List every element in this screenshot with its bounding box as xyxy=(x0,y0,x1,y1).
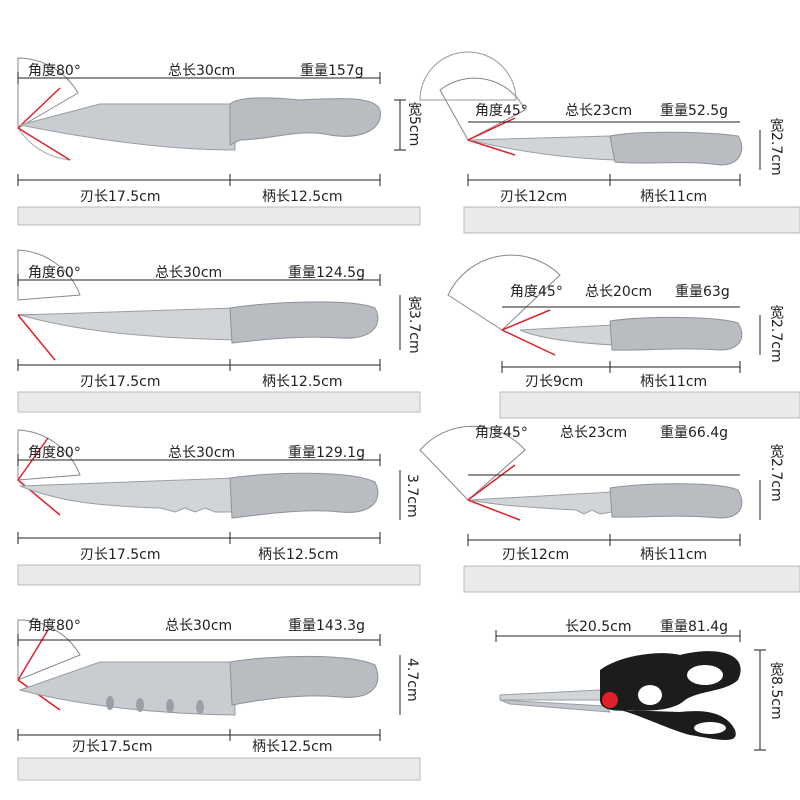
handle-length-label: 柄长12.5cm xyxy=(258,547,339,563)
weight-label: 重量52.5g xyxy=(660,103,729,119)
blade-length-label: 刃长9cm xyxy=(525,374,584,390)
blade-length-label: 刃长12cm xyxy=(502,547,570,563)
handle-length-label: 柄长11cm xyxy=(640,374,708,390)
knife-drawing-7 xyxy=(17,619,421,781)
scissors-width-label: 宽8.5cm xyxy=(768,662,784,720)
weight-label: 重量129.1g xyxy=(288,445,365,461)
width-label: 宽2.7cm xyxy=(768,118,784,176)
blade-length-label: 刃长17.5cm xyxy=(80,189,161,205)
knife-panel-4: 角度45° 总长20cm 重量63g 宽2.7cm 刃长9cm 柄长11cm xyxy=(420,254,800,420)
scissors-length-label: 长20.5cm xyxy=(565,619,632,635)
angle-label: 角度45° xyxy=(475,103,528,119)
scissors-red-button xyxy=(602,692,618,708)
knife-panel-6: 角度45° 总长23cm 重量66.4g 宽2.7cm 刃长12cm 柄长11c… xyxy=(419,420,800,595)
knife-panel-1: 角度80° 总长30cm 重量157g 宽5cm 刃长17.5cm 柄长12.5… xyxy=(0,0,422,230)
blade-length-label: 刃长17.5cm xyxy=(72,739,153,755)
knife-drawing-1 xyxy=(17,57,421,226)
weight-label: 重量66.4g xyxy=(660,425,729,441)
angle-label: 角度80° xyxy=(28,63,81,79)
weight-label: 重量157g xyxy=(300,63,364,79)
angle-label: 角度45° xyxy=(475,425,528,441)
blade-length-label: 刃长12cm xyxy=(500,189,568,205)
total-length-label: 总长30cm xyxy=(155,265,223,281)
blade-length-label: 刃长17.5cm xyxy=(80,374,161,390)
knife-panel-3: 角度60° 总长30cm 重量124.5g 宽3.7cm 刃长17.5cm 柄长… xyxy=(0,240,422,420)
knife-panel-7: 角度80° 总长30cm 重量143.3g 4.7cm 刃长17.5cm 柄长1… xyxy=(0,600,421,800)
angle-label: 角度45° xyxy=(510,284,563,300)
blade-length-label: 刃长17.5cm xyxy=(80,547,161,563)
handle-length-label: 柄长12.5cm xyxy=(262,374,343,390)
protractor xyxy=(17,57,79,161)
total-length-label: 总长30cm xyxy=(165,618,233,634)
handle-length-label: 柄长12.5cm xyxy=(252,739,333,755)
knife-panel-2: 角度45° 总长23cm 重量52.5g 宽2.7cm 刃长12cm 柄长11c… xyxy=(419,0,800,240)
total-length-label: 总长23cm xyxy=(560,425,628,441)
weight-label: 重量63g xyxy=(675,284,730,300)
knife-drawing-4 xyxy=(447,254,800,419)
scissors-weight-label: 重量81.4g xyxy=(660,619,729,635)
total-length-label: 总长20cm xyxy=(585,284,653,300)
width-label: 3.7cm xyxy=(404,474,420,518)
weight-label: 重量124.5g xyxy=(288,265,365,281)
knife-drawing-6 xyxy=(419,425,800,593)
width-label: 宽3.7cm xyxy=(406,296,422,354)
width-label: 宽5cm xyxy=(406,102,422,147)
width-label: 宽2.7cm xyxy=(768,444,784,502)
total-length-label: 总长30cm xyxy=(168,445,236,461)
handle-length-label: 柄长11cm xyxy=(640,547,708,563)
angle-label: 角度80° xyxy=(28,618,81,634)
scissors-panel: 长20.5cm 重量81.4g 宽8.5cm xyxy=(420,600,800,800)
angle-label: 角度80° xyxy=(28,445,81,461)
weight-label: 重量143.3g xyxy=(288,618,365,634)
width-label: 宽2.7cm xyxy=(768,305,784,363)
angle-label: 角度60° xyxy=(28,265,81,281)
total-length-label: 总长23cm xyxy=(565,103,633,119)
total-length-label: 总长30cm xyxy=(168,63,236,79)
width-label: 4.7cm xyxy=(404,658,420,702)
knife-drawing-3 xyxy=(17,249,421,413)
knife-drawing-2 xyxy=(419,51,800,234)
knife-drawing-5 xyxy=(17,429,421,586)
handle-length-label: 柄长11cm xyxy=(640,189,708,205)
handle-length-label: 柄长12.5cm xyxy=(262,189,343,205)
scissors-drawing xyxy=(495,630,766,751)
knife-panel-5: 角度80° 总长30cm 重量129.1g 3.7cm 刃长17.5cm 柄长1… xyxy=(0,420,421,590)
